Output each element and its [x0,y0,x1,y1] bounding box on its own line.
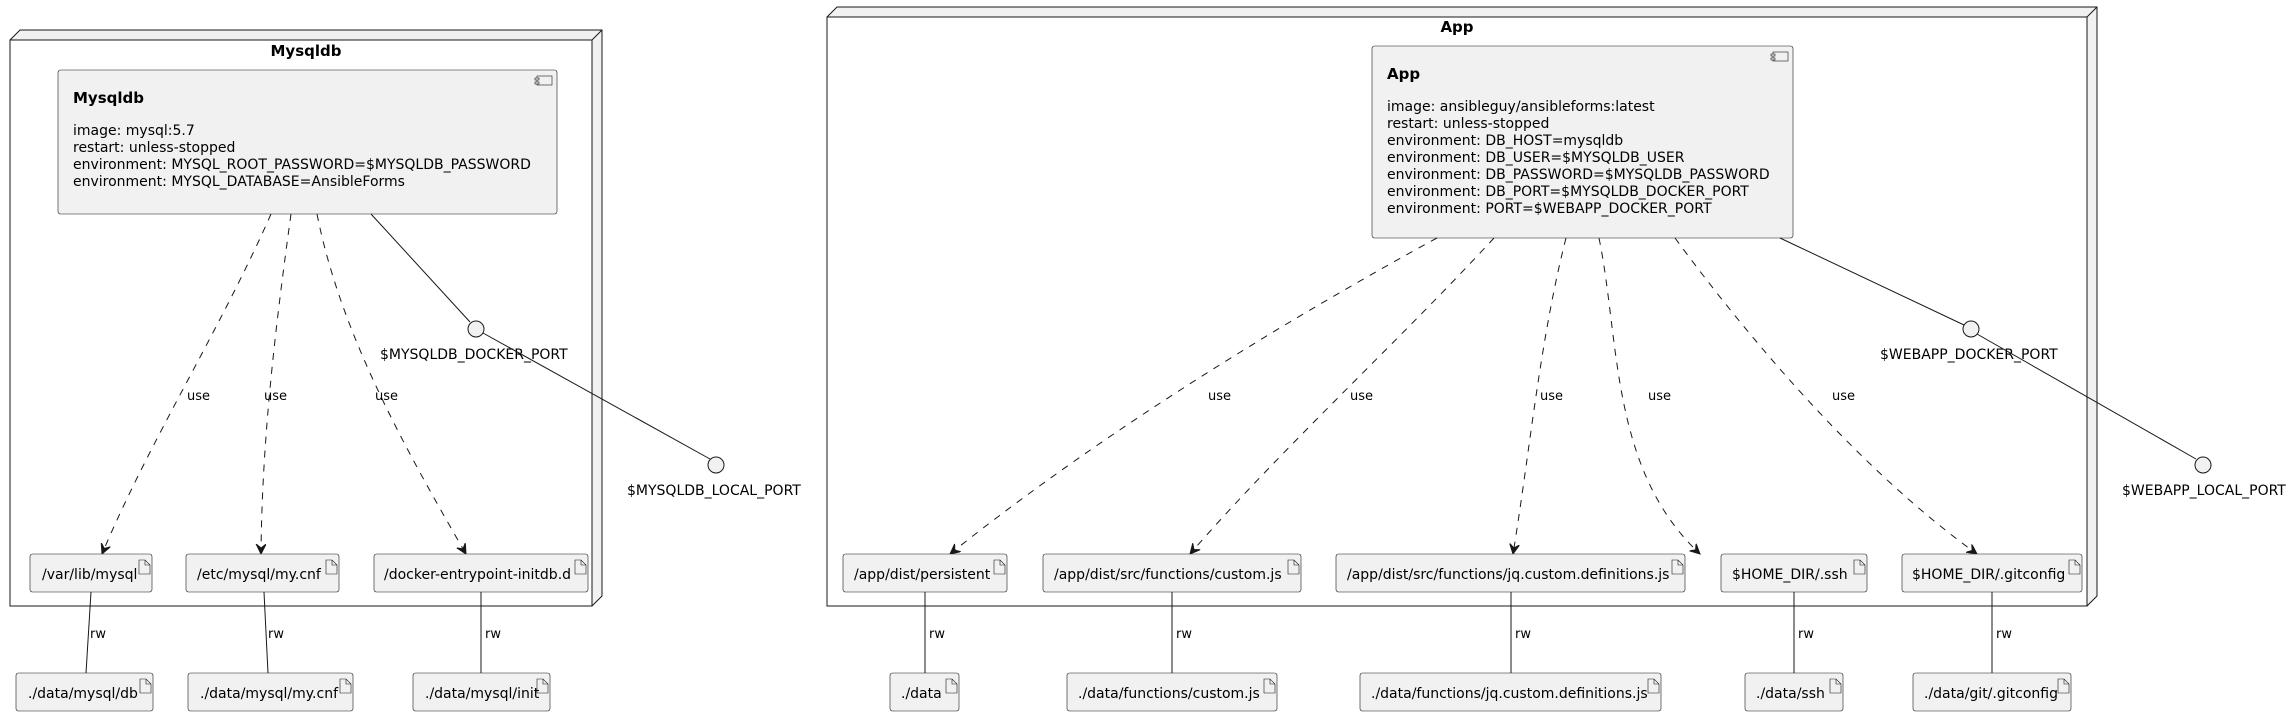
artifact-label: ./data/functions/custom.js [1078,686,1260,702]
artifact-label: /etc/mysql/my.cnf [197,567,322,583]
artifact-icon [138,559,151,575]
artifact-icon [1829,678,1842,694]
artifact-data-gitconfig: ./data/git/.gitconfig [1912,672,2072,712]
artifact-etc-mysql-cnf: /etc/mysql/my.cnf [185,553,340,593]
artifact-data-mysql-cnf: ./data/mysql/my.cnf [187,672,354,712]
artifact-var-lib-mysql: /var/lib/mysql [29,553,153,593]
artifact-data-custom-js: ./data/functions/custom.js [1066,672,1278,712]
rw-label: rw [268,627,284,642]
artifact-data-ssh: ./data/ssh [1744,672,1844,712]
artifact-data-mysql-db: ./data/mysql/db [15,672,154,712]
mysqldb-local-port-interface [707,456,725,474]
component-property: environment: DB_HOST=mysqldb [1387,133,1623,149]
component-property: environment: DB_PASSWORD=$MYSQLDB_PASSWO… [1387,167,1770,183]
component-property: restart: unless-stopped [73,140,235,156]
artifact-icon [945,678,958,694]
artifact-icon [1263,678,1276,694]
mysqldb-node-title: Mysqldb [271,42,342,60]
rw-label: rw [485,627,501,642]
artifact-home-ssh: $HOME_DIR/.ssh [1720,553,1868,593]
use-label: use [1350,389,1373,404]
mysqldb-component-title: Mysqldb [73,89,144,107]
artifact-icon [2068,559,2081,575]
component-property: environment: MYSQL_DATABASE=AnsibleForms [73,174,405,190]
rw-label: rw [1798,627,1814,642]
artifact-label: ./data [901,686,942,702]
artifact-app-persistent: /app/dist/persistent [842,553,1008,593]
artifact-label: ./data/mysql/db [28,686,138,702]
artifact-icon [339,678,352,694]
component-property: image: mysql:5.7 [73,123,195,139]
mysqldb-docker-port-label: $MYSQLDB_DOCKER_PORT [380,347,568,363]
component-property: environment: DB_PORT=$MYSQLDB_DOCKER_POR… [1387,184,1749,200]
artifact-icon [1287,559,1300,575]
rw-label: rw [1996,627,2012,642]
artifact-icon [2057,678,2070,694]
component-property: environment: DB_USER=$MYSQLDB_USER [1387,150,1685,166]
artifact-label: ./data/mysql/init [425,686,540,702]
mysqldb-docker-port-interface [467,320,485,338]
app-use-edges: use use use use use [950,237,1977,554]
artifact-label: $HOME_DIR/.ssh [1732,567,1848,583]
artifact-data-mysql-init: ./data/mysql/init [412,672,551,712]
rw-label: rw [90,627,106,642]
artifact-label: $HOME_DIR/.gitconfig [1912,567,2065,583]
artifact-docker-entrypoint: /docker-entrypoint-initdb.d [373,553,589,593]
webapp-local-port-interface [2194,456,2212,474]
artifact-label: /docker-entrypoint-initdb.d [384,567,571,583]
artifact-icon [574,559,587,575]
app-component: App image: ansibleguy/ansibleforms:lates… [1371,45,1794,239]
artifact-label: ./data/functions/jq.custom.definitions.j… [1371,686,1648,702]
artifact-label: ./data/mysql/my.cnf [200,686,339,702]
artifact-icon [325,559,338,575]
mysqldb-component: Mysqldb image: mysql:5.7 restart: unless… [57,69,558,215]
artifact-icon [1671,559,1684,575]
artifact-home-gitconfig: $HOME_DIR/.gitconfig [1901,553,2083,593]
use-label: use [187,389,210,404]
webapp-local-port-label: $WEBAPP_LOCAL_PORT [2122,483,2286,499]
mysqldb-port-links: $MYSQLDB_DOCKER_PORT $MYSQLDB_LOCAL_PORT [370,213,801,499]
app-port-links: $WEBAPP_DOCKER_PORT $WEBAPP_LOCAL_PORT [1779,237,2286,499]
use-label: use [1648,389,1671,404]
app-component-title: App [1387,65,1420,83]
mysqldb-rw-links: rw rw rw [85,591,501,674]
component-icon [1770,51,1789,62]
component-property: restart: unless-stopped [1387,116,1549,132]
artifact-icon [993,559,1006,575]
artifact-icon [1853,559,1866,575]
mysqldb-local-port-label: $MYSQLDB_LOCAL_PORT [627,483,801,499]
use-label: use [1208,389,1231,404]
artifact-label: ./data/git/.gitconfig [1924,686,2058,702]
use-label: use [375,389,398,404]
rw-label: rw [1515,627,1531,642]
artifact-label: /var/lib/mysql [42,567,137,583]
artifact-icon [1647,678,1660,694]
artifact-data: ./data [889,672,960,712]
rw-label: rw [929,627,945,642]
rw-label: rw [1176,627,1192,642]
artifact-icon [536,678,549,694]
artifact-label: /app/dist/src/functions/custom.js [1054,567,1282,583]
app-rw-links: rw rw rw rw rw [924,592,2012,673]
artifact-icon [139,678,152,694]
component-property: image: ansibleguy/ansibleforms:latest [1387,99,1655,115]
component-icon [534,75,553,86]
artifact-label: /app/dist/persistent [854,567,991,583]
mysqldb-use-edges: use use use [102,213,466,554]
artifact-label: /app/dist/src/functions/jq.custom.defini… [1347,567,1669,583]
artifact-label: ./data/ssh [1756,686,1825,702]
artifact-app-custom-js: /app/dist/src/functions/custom.js [1042,553,1302,593]
use-label: use [264,389,287,404]
artifact-app-jq-defs: /app/dist/src/functions/jq.custom.defini… [1335,553,1686,593]
webapp-docker-port-interface [1962,320,1980,338]
use-label: use [1540,389,1563,404]
use-label: use [1832,389,1855,404]
component-property: environment: PORT=$WEBAPP_DOCKER_PORT [1387,201,1712,217]
app-node-title: App [1440,18,1473,36]
webapp-docker-port-label: $WEBAPP_DOCKER_PORT [1880,347,2058,363]
component-property: environment: MYSQL_ROOT_PASSWORD=$MYSQLD… [73,157,531,173]
artifact-data-jq-defs: ./data/functions/jq.custom.definitions.j… [1359,672,1662,712]
